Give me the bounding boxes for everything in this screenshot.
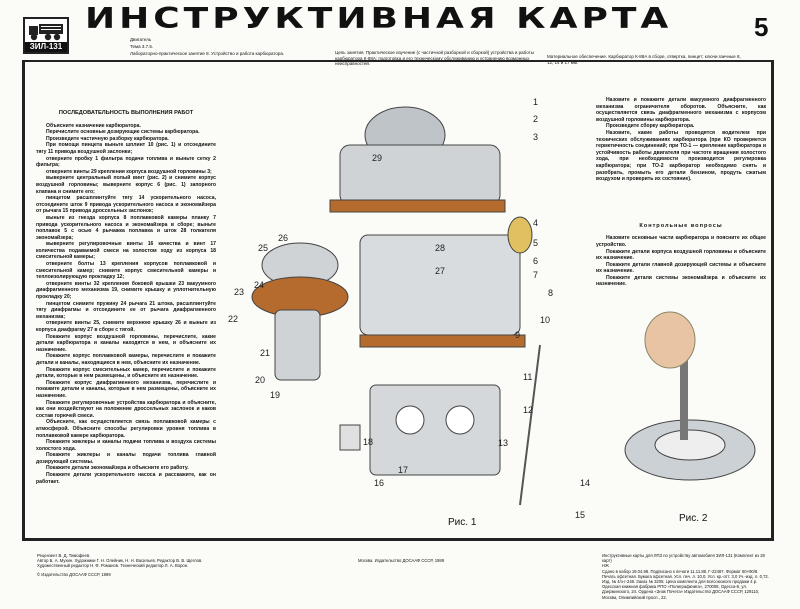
zil-131-logo: ЗИЛ-131 — [23, 17, 69, 54]
truck-icon — [29, 24, 63, 41]
callout-number: 8 — [548, 288, 554, 298]
procedure-step: При помощи пинцета выньте шплинт 10 (рис… — [36, 142, 216, 155]
procedure-step: Назовите, какие работы проводятся водите… — [596, 129, 766, 183]
materials: Материальное обеспечение. Карбюратор К-8… — [547, 54, 741, 65]
procedure-heading: ПОСЛЕДОВАТЕЛЬНОСТЬ ВЫПОЛНЕНИЯ РАБОТ — [58, 110, 194, 116]
procedure-step: Покажите жиклеры и каналы подачи топлива… — [36, 452, 216, 465]
callout-number: 10 — [540, 315, 551, 325]
callout-number: 15 — [575, 510, 586, 520]
imprint-code: НЖ — [602, 563, 609, 569]
subject: Двигатель — [130, 37, 152, 42]
callout-number: 6 — [533, 256, 539, 266]
content-frame — [22, 60, 774, 541]
callout-number: 28 — [435, 243, 446, 253]
procedure-step: выверните регулировочные винты 16 качест… — [36, 241, 216, 261]
credit-editor: Художественный редактор Н. Ф. Романов. Т… — [37, 563, 189, 569]
publisher: Москва. Издательство ДОСААФ СССР, 1989 — [358, 558, 445, 563]
procedure-step: пинцетом снимите пружину 24 рычага 21 шт… — [36, 300, 216, 320]
copyright: © Издательство ДОСААФ СССР, 1989 — [37, 571, 111, 577]
callout-number: 5 — [533, 238, 539, 248]
imprint-title: Инструктивные карты для ЛПЗ по устройств… — [602, 553, 765, 564]
procedure-step: Объясните назначение карбюратора. — [46, 122, 141, 129]
procedure-step: отверните винты 25, снимите верхнюю крыш… — [36, 320, 216, 333]
procedure-step: Покажите жиклеры и каналы подачи топлива… — [36, 439, 216, 452]
procedure-step: Покажите корпус смесительных камер, пере… — [36, 366, 216, 380]
carburetor-exploded-illustration — [251, 106, 541, 506]
callout-number: 26 — [278, 233, 289, 243]
figure-2-label: Рис. 2 — [679, 513, 708, 524]
callout-number: 24 — [254, 280, 265, 290]
callout-number: 20 — [255, 375, 266, 385]
callout-number: 7 — [533, 270, 539, 280]
procedure-step: выверните центральный полый винт (рис. 2… — [36, 175, 216, 195]
callout-number: 29 — [372, 153, 383, 163]
control-question: Покажите детали главной дозирующей систе… — [596, 261, 766, 275]
figure-1-label: Рис. 1 — [448, 517, 477, 528]
callout-number: 27 — [435, 266, 446, 276]
imprint-text: Сдано в набор 19.04.88. Подписано к печа… — [602, 568, 769, 600]
callout-number: 14 — [580, 478, 591, 488]
right-column: Назовите и покажите детали вакуумного ди… — [596, 97, 766, 288]
callout-number: 17 — [398, 465, 409, 475]
callout-number: 23 — [234, 287, 245, 297]
callout-number: 13 — [498, 438, 509, 448]
procedure-step: Произведите сборку карбюратора. — [606, 123, 695, 130]
callout-number: 11 — [523, 372, 533, 382]
callout-number: 2 — [533, 114, 539, 124]
procedure-step: Объясните, как осуществляется связь попл… — [36, 419, 216, 439]
procedure-step: Покажите корпус диафрагменного механизма… — [36, 379, 216, 399]
callout-number: 3 — [533, 132, 539, 142]
procedure-step: Назовите и покажите детали вакуумного ди… — [596, 97, 766, 123]
callout-number: 19 — [270, 390, 281, 400]
left-column: ПОСЛЕДОВАТЕЛЬНОСТЬ ВЫПОЛНЕНИЯ РАБОТ Объя… — [36, 110, 216, 485]
card-number: 5 — [754, 12, 769, 42]
procedure-step: Покажите корпус воздушной горловины, пер… — [36, 333, 216, 353]
procedure-step: Покажите корпус поплавковой камеры, пере… — [36, 353, 216, 366]
procedure-step: Перечислите основные дозирующие системы … — [46, 129, 200, 136]
callout-number: 22 — [228, 314, 239, 324]
questions-heading: Контрольные вопросы — [639, 222, 723, 229]
control-question: Покажите детали корпуса воздушной горлов… — [596, 248, 766, 262]
procedure-step: пинцетом расшплинтуйте тягу 14 ускорител… — [36, 195, 216, 215]
credits: Рецензент В. Д. Тимофеев. Автор Б. А. Му… — [37, 553, 237, 577]
callout-number: 4 — [533, 218, 539, 228]
topic: Тема 3.7.5. — [130, 44, 154, 49]
page-title: ИНСТРУКТИВНАЯ КАРТА — [85, 2, 673, 36]
mixing-chamber-body — [369, 384, 501, 476]
control-question: Назовите основные части карбюратора и по… — [596, 235, 766, 248]
procedure-step: отверните винты 29 крепления корпуса воз… — [46, 168, 212, 175]
callout-number: 16 — [374, 478, 385, 488]
lesson: Лабораторно-практическое занятие 8. Устр… — [130, 51, 285, 56]
procedure-step: Произведите частичную разборку карбюрато… — [46, 135, 169, 142]
procedure-step: отверните пробку 1 фильтра подачи топлив… — [36, 155, 216, 169]
callout-number: 25 — [258, 243, 269, 253]
callout-number: 12 — [523, 405, 534, 415]
callout-number: 18 — [363, 437, 374, 447]
control-question: Покажите детали системы экономайзера и о… — [596, 274, 766, 288]
procedure-step: выньте из гнезда корпуса 8 поплавковой к… — [36, 214, 216, 241]
procedure-step: Покажите детали экономайзера и объясните… — [46, 465, 189, 472]
air-horn-body — [329, 106, 506, 213]
procedure-step: Покажите детали ускорительного насоса и … — [36, 472, 216, 485]
credit-author: Автор Б. А. Мухин. Художники Г. Н. Олейн… — [37, 558, 203, 564]
procedure-step: Покажите регулировочные устройства карбю… — [36, 399, 216, 419]
credit-reviewer: Рецензент В. Д. Тимофеев. — [37, 553, 91, 558]
imprint: Инструктивные карты для ЛПЗ по устройств… — [602, 553, 772, 600]
float-chamber-body — [359, 216, 533, 348]
procedure-step: отверните винты 32 крепления боковой кры… — [36, 280, 216, 301]
procedure-step: отверните болты 13 крепления корпусов по… — [36, 261, 216, 281]
goal: Цель занятия. Практическое изучение (с ч… — [335, 50, 534, 67]
callout-number: 9 — [515, 330, 521, 340]
callout-number: 1 — [533, 97, 539, 107]
diaphragm-mechanism — [251, 242, 361, 451]
logo-text: ЗИЛ-131 — [25, 42, 67, 52]
figure-2-illustration — [624, 311, 756, 481]
callout-number: 21 — [260, 348, 271, 358]
